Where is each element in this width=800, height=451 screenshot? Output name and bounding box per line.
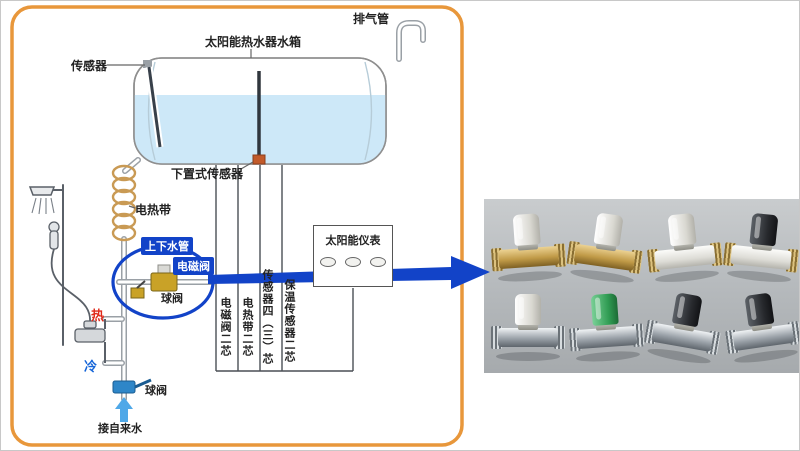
label-hot: 热 <box>91 309 105 324</box>
valve-thread-end <box>554 326 565 349</box>
label-heating-tape: 电热带 <box>135 203 172 217</box>
controller-button <box>370 257 386 267</box>
controller-title: 太阳能仪表 <box>325 234 381 247</box>
valve-nut <box>518 322 538 330</box>
wire-label-sensor-4core: 传感器四（三）芯 <box>261 269 274 365</box>
label-tap-water: 接自来水 <box>98 422 142 435</box>
label-tank-title: 太阳能热水器水箱 <box>205 35 302 49</box>
wire-label-heating-tape: 电热带二芯 <box>241 297 254 357</box>
label-ball-valve-upper: 球阀 <box>161 292 183 305</box>
valve-shadow <box>496 352 560 361</box>
label-bottom-sensor: 下置式传感器 <box>171 167 244 181</box>
heating-tape-pointer <box>128 205 136 209</box>
controller-wires <box>215 165 354 372</box>
label-sensor: 传感器 <box>71 59 108 73</box>
heating-tape-coil <box>111 164 137 242</box>
exhaust-pipe <box>399 23 423 59</box>
badge-solenoid-valve: 电磁阀 <box>173 257 214 275</box>
label-ball-valve-lower: 球阀 <box>145 384 167 397</box>
wire-label-solenoid: 电磁阀二芯 <box>219 297 232 357</box>
label-cold: 冷 <box>84 360 98 375</box>
solenoid-valve-symbol <box>150 264 178 292</box>
label-exhaust-pipe: 排气管 <box>353 12 390 26</box>
valve-thread-end <box>491 326 502 349</box>
controller-button <box>320 257 336 267</box>
valve-body <box>498 328 558 347</box>
ball-valve-upper-symbol <box>130 280 146 299</box>
badge-updown-pipe: 上下水管 <box>141 237 193 255</box>
solenoid-valve-photo-white-chrome <box>491 294 565 361</box>
valves-photo <box>484 199 799 373</box>
controller-panel: 太阳能仪表 <box>313 225 393 287</box>
tap-water-inlet-arrow <box>115 397 133 422</box>
diagram-frame <box>10 5 464 447</box>
bottom-mounted-sensor <box>240 71 266 170</box>
shower-set <box>28 184 106 363</box>
tank-sensor-probe <box>107 60 164 148</box>
controller-button <box>345 257 361 267</box>
wire-label-insulation-sensor: 保温传感器二芯 <box>283 279 296 363</box>
ball-valve-lower-symbol <box>112 378 152 394</box>
valve-solenoid-coil <box>515 294 541 325</box>
controller-buttons <box>314 257 392 267</box>
